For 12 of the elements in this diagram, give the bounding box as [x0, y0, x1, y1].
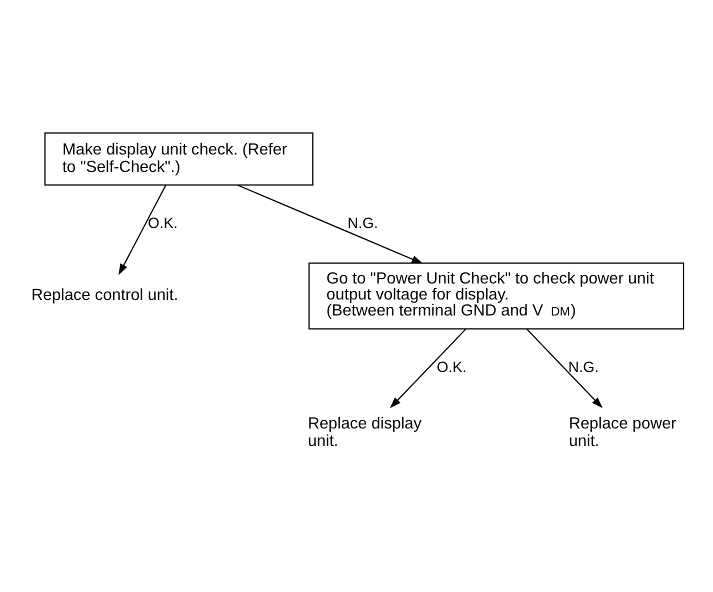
edge-label: O.K. — [148, 216, 178, 232]
edge-label: O.K. — [436, 360, 467, 376]
edge-label: N.G. — [348, 216, 378, 232]
node-text: Replace power unit. — [568, 414, 676, 450]
arrow — [118, 184, 166, 276]
edge-label: N.G. — [568, 360, 599, 376]
node-box: Make display unit check. (Refer to "Self-Check".) — [44, 132, 314, 186]
arrow — [390, 328, 466, 408]
node-text: Replace control unit. — [31, 286, 178, 304]
arrow — [237, 184, 423, 264]
node-text: Replace display unit. — [308, 414, 422, 450]
arrow — [526, 328, 603, 408]
